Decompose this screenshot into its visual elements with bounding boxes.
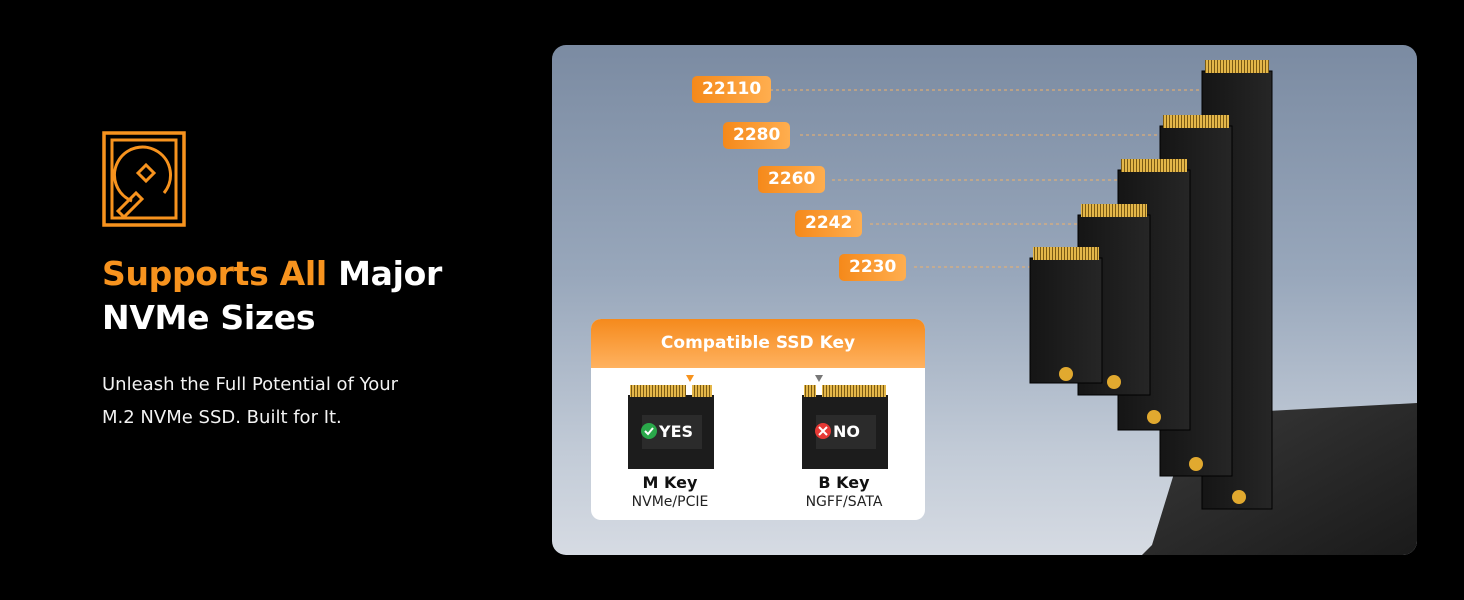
m-key-name: M Key (642, 473, 698, 492)
m-key-ssd-image: YES (628, 375, 714, 469)
subtext-line2: M.2 NVMe SSD. Built for It. (102, 407, 342, 428)
check-icon (641, 423, 657, 439)
headline-line1-rest: Major (338, 254, 442, 293)
headline-accent: Supports All (102, 254, 327, 293)
size-tag-2242: 2242 (795, 210, 863, 237)
m-key-notch-marker (686, 375, 694, 382)
size-tag-22110: 22110 (692, 76, 772, 103)
compat-card: Compatible SSD Key YES M Key NVMe/PCIE (591, 319, 925, 520)
size-tag-2280: 2280 (723, 122, 791, 149)
b-key-name: B Key (818, 473, 870, 492)
m-key-column: YES M Key NVMe/PCIE (595, 371, 745, 511)
m-key-badge: YES (658, 422, 693, 441)
subtext: Unleash the Full Potential of Your M.2 N… (102, 368, 398, 434)
x-icon (815, 423, 831, 439)
hard-drive-icon (102, 131, 186, 227)
headline: Supports All Major NVMe Sizes (102, 252, 442, 340)
size-tag-2260: 2260 (758, 166, 826, 193)
size-tag-2230: 2230 (839, 254, 907, 281)
headline-line2: NVMe Sizes (102, 298, 316, 337)
m-key-type: NVMe/PCIE (631, 494, 709, 510)
b-key-badge: NO (833, 422, 860, 441)
compat-card-title: Compatible SSD Key (591, 319, 925, 368)
ssd-2230 (1029, 247, 1103, 384)
product-panel: 22110 2280 2260 2242 2230 Compatible SSD… (552, 45, 1417, 555)
b-key-notch-marker (815, 375, 823, 382)
b-key-column: NO B Key NGFF/SATA (769, 371, 919, 511)
subtext-line1: Unleash the Full Potential of Your (102, 374, 399, 395)
b-key-ssd-image: NO (802, 375, 888, 469)
b-key-type: NGFF/SATA (805, 494, 883, 510)
leader-lines (770, 89, 1204, 268)
ssd-stack-illustration (770, 60, 1417, 555)
